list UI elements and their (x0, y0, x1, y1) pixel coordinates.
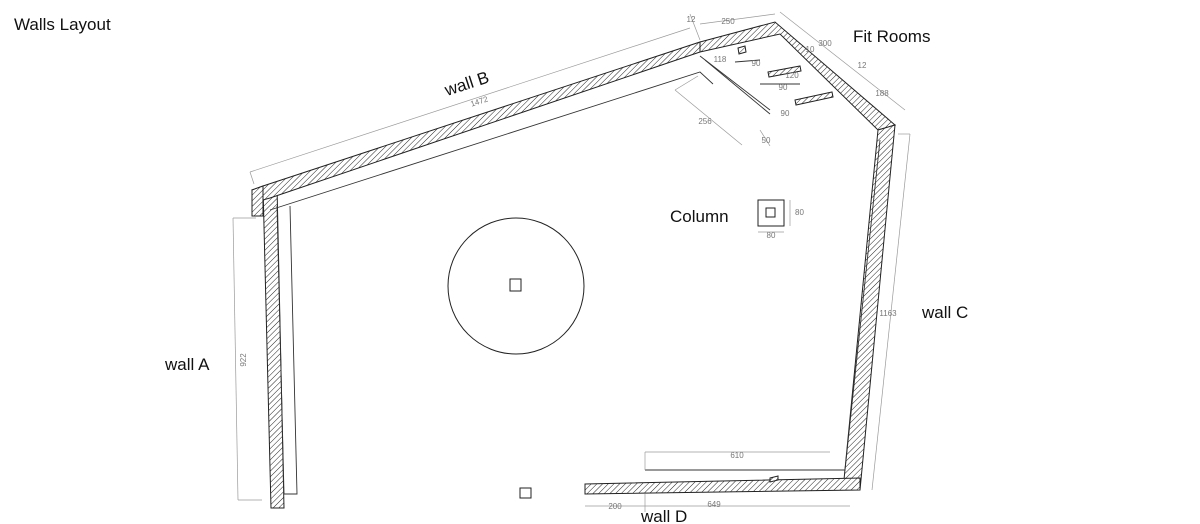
dim-118: 118 (714, 55, 727, 64)
round-structure[interactable] (447, 217, 585, 355)
wall-a-inner-line (276, 205, 298, 495)
column-label: Column (670, 207, 729, 226)
wall-b-inner-line (269, 71, 714, 211)
column[interactable] (757, 199, 785, 227)
round-structure-center (509, 278, 522, 292)
dim-300: 300 (818, 39, 832, 48)
fit-rooms-door-1 (734, 59, 761, 63)
dim-90-a: 90 (752, 59, 761, 68)
wall-b-length: 1472 (469, 94, 489, 108)
fit-rooms-divider-1 (767, 65, 802, 78)
wall-b-hatch (251, 41, 701, 201)
wall-d-inner-length: 610 (730, 451, 744, 460)
wall-d-dimensions: 610 200 649 (585, 451, 850, 512)
wall-c-length: 1163 (879, 309, 897, 318)
wall-d-hatch (584, 477, 861, 495)
fit-rooms-label: Fit Rooms (853, 27, 930, 46)
wall-c-inner-line (645, 139, 881, 471)
fit-rooms-stub-1 (737, 45, 747, 55)
dim-90-c: 90 (781, 109, 790, 118)
wall-d[interactable] (584, 475, 861, 495)
column-dimensions: 80 80 (758, 200, 804, 240)
fit-rooms-partition-1b (704, 59, 771, 115)
dim-250: 250 (721, 17, 735, 26)
wall-d-offset: 200 (608, 502, 622, 511)
wall-d-stub (769, 475, 779, 483)
dim-90-b: 90 (779, 83, 788, 92)
wall-a-length: 922 (239, 353, 248, 367)
wall-c-hatch (842, 124, 896, 491)
fit-rooms-divider-2 (794, 91, 834, 106)
column-height: 80 (795, 208, 804, 217)
wall-d-label: wall D (640, 507, 687, 524)
column-inner (765, 207, 776, 218)
wall-c[interactable] (645, 124, 896, 491)
dim-50: 50 (762, 136, 771, 145)
wall-a-label: wall A (164, 355, 210, 374)
wall-d-length: 649 (707, 500, 721, 509)
small-marker (519, 487, 532, 499)
fit-rooms[interactable] (699, 21, 897, 131)
dim-120: 120 (785, 71, 799, 80)
dim-188: 188 (875, 89, 889, 98)
round-structure-outline (447, 217, 585, 355)
wall-c-label: wall C (921, 303, 968, 322)
page-title: Walls Layout (14, 15, 111, 34)
dim-12-right: 12 (858, 61, 867, 70)
column-outer (757, 199, 785, 227)
fit-rooms-dimensions: 12 250 300 10 12 188 118 90 120 90 90 25… (674, 11, 906, 147)
wall-b-dimension: 1472 (249, 27, 691, 185)
dim-12-top: 12 (687, 15, 696, 24)
dim-256: 256 (698, 117, 712, 126)
column-width: 80 (767, 231, 776, 240)
wall-b-corner (251, 185, 264, 217)
wall-a[interactable] (262, 185, 298, 509)
wall-c-dimension: 1163 (871, 133, 911, 491)
wall-a-dimension: 922 (232, 217, 262, 501)
dim-10: 10 (806, 45, 815, 54)
